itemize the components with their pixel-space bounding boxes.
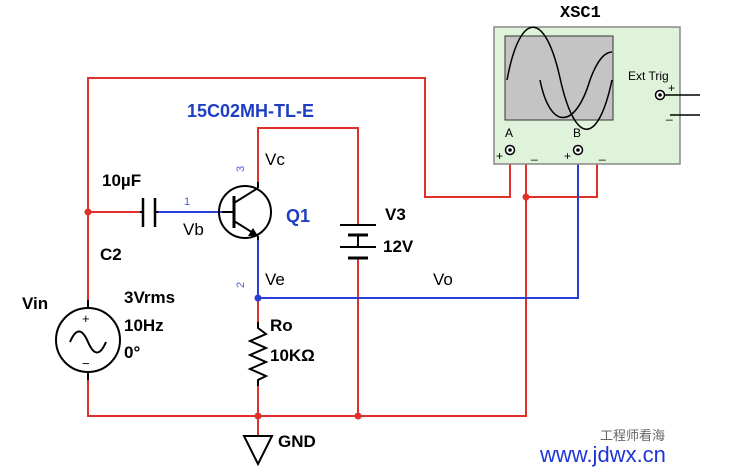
scope-trig-plus-label: +	[668, 81, 675, 95]
net-ve-label: Ve	[265, 270, 285, 289]
junctions	[84, 193, 530, 420]
net-vc-label: Vc	[265, 150, 285, 169]
junction-scope-a	[522, 193, 530, 201]
oscilloscope-xsc1[interactable]	[493, 26, 700, 165]
pin-collector-label: 3	[235, 166, 247, 172]
wire-ground-rail	[87, 154, 598, 417]
watermark-url: www.jdwx.cn	[539, 442, 666, 467]
scope-a-plus-label: +	[496, 149, 503, 163]
net-vo-label: Vo	[433, 270, 453, 289]
supply-ref-label: V3	[385, 205, 406, 224]
capacitor-ref-label: C2	[100, 245, 122, 264]
junction-emitter	[254, 294, 262, 302]
wire-collector-to-supply	[257, 127, 359, 225]
junction-ground-emitter	[254, 412, 262, 420]
battery-v3[interactable]	[340, 224, 376, 260]
resistor-value-label: 10KΩ	[270, 346, 315, 365]
pin-emitter-label: 2	[235, 282, 247, 288]
resistor-ro[interactable]	[247, 322, 269, 386]
ground-symbol	[242, 435, 274, 467]
scope-ext-trig-label: Ext Trig	[628, 69, 669, 83]
junction-input	[84, 208, 92, 216]
capacitor-c2[interactable]	[141, 198, 157, 227]
transistor-ref-label: Q1	[286, 206, 310, 226]
scope-a-minus-label: _	[530, 147, 538, 161]
source-ref-label: Vin	[22, 294, 48, 313]
scope-trig-minus-label: _	[665, 107, 673, 121]
junction-ground-supply	[354, 412, 362, 420]
svg-text:+: +	[82, 311, 90, 326]
source-phase-label: 0°	[124, 343, 140, 362]
transistor-q1[interactable]	[218, 182, 272, 240]
blue-wires	[158, 154, 579, 299]
wire-emitter-to-scope-b	[257, 154, 579, 299]
scope-b-plus-label: +	[564, 149, 571, 163]
scope-trace-a	[506, 26, 613, 130]
capacitor-value-label: 10µF	[102, 171, 141, 190]
source-frequency-label: 10Hz	[124, 316, 164, 335]
watermark-author: 工程师看海	[600, 428, 665, 444]
scope-ref-label: XSC1	[560, 4, 601, 23]
supply-value-label: 12V	[383, 237, 414, 256]
scope-channel-b-label: B	[573, 126, 581, 140]
resistor-ref-label: Ro	[270, 316, 293, 335]
pin-base-label: 1	[184, 196, 190, 208]
svg-text:−: −	[82, 356, 90, 371]
transistor-part-label: 15C02MH-TL-E	[187, 101, 314, 121]
scope-trace-b	[539, 51, 613, 119]
net-vb-label: Vb	[183, 220, 204, 239]
ac-source-vin[interactable]: + −	[55, 300, 121, 380]
wire-input-to-scope-a	[87, 77, 511, 300]
scope-b-minus-label: _	[598, 147, 606, 161]
scope-channel-a-label: A	[505, 126, 513, 140]
source-amplitude-label: 3Vrms	[124, 288, 175, 307]
ground-label: GND	[278, 432, 316, 451]
scope-screen	[504, 35, 614, 121]
